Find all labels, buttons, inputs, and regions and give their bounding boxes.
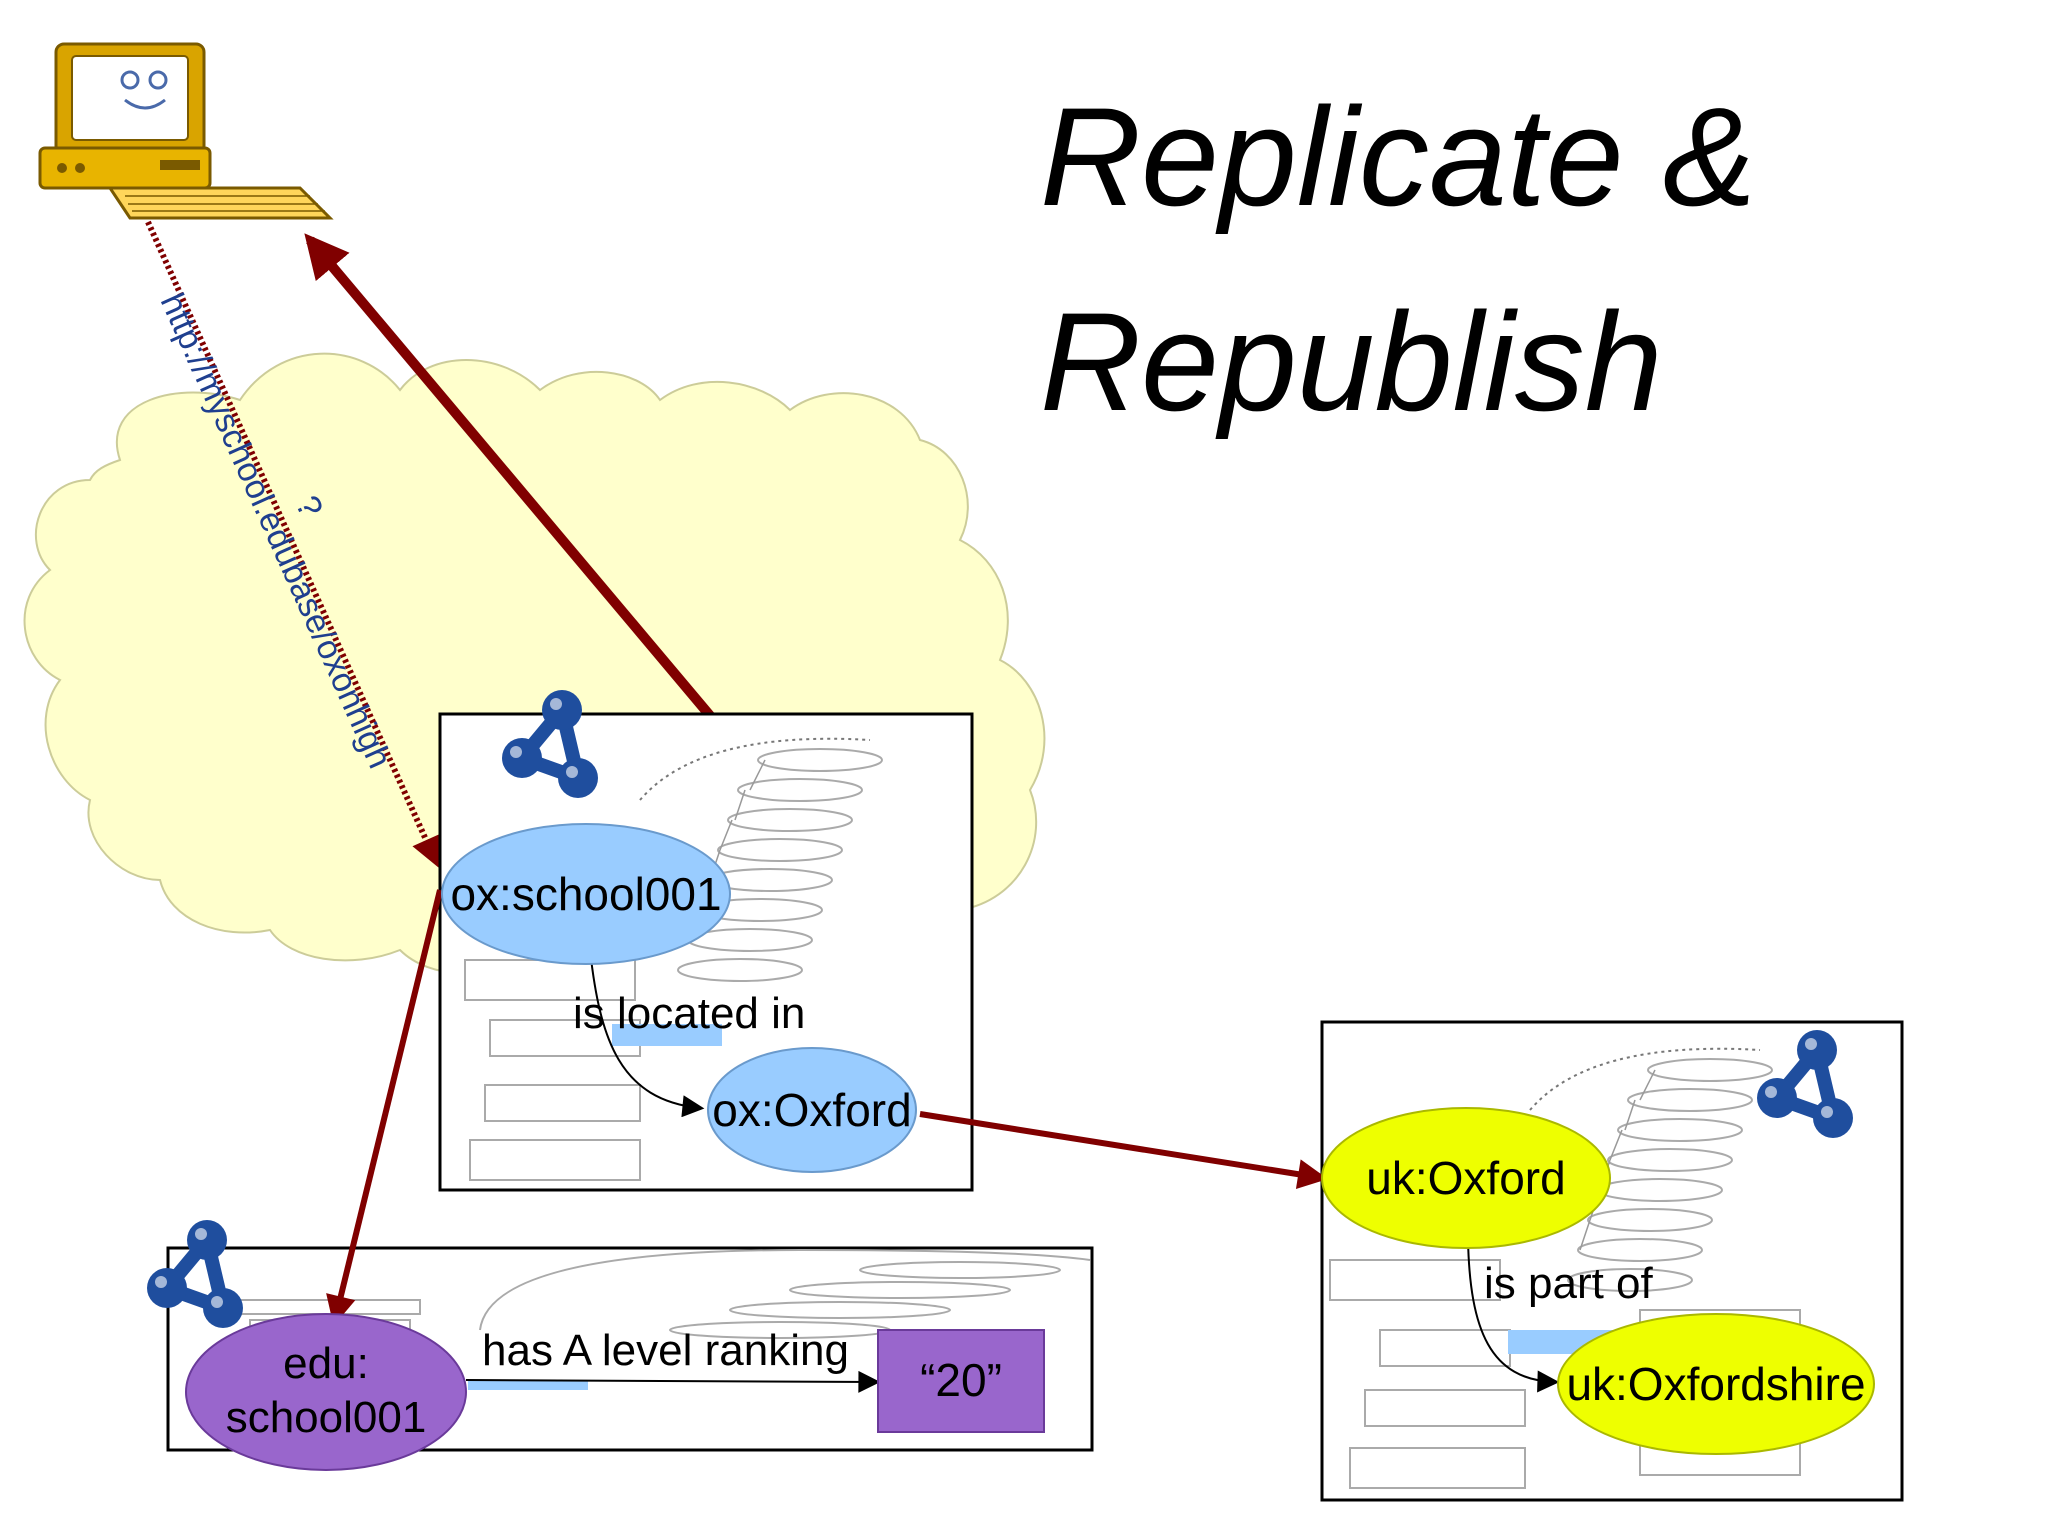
ranking-value-label: “20” [920, 1354, 1002, 1406]
republish-arrow [304, 233, 716, 722]
title-line-2: Republish [1040, 283, 1663, 440]
part-of-edge [1467, 1239, 1560, 1393]
computer-icon [38, 42, 334, 220]
url-request-line [145, 220, 440, 868]
ox-oxford-label: ox:Oxford [712, 1084, 911, 1136]
edu-school001-label-line2: school001 [226, 1393, 427, 1442]
ox-oxford-node [707, 1047, 917, 1173]
located-in-edge [589, 949, 705, 1118]
a-level-ranking-edge [465, 1370, 881, 1393]
a-level-ranking-label: has A level ranking [482, 1326, 849, 1375]
uk-oxfordshire-label: uk:Oxfordshire [1566, 1358, 1865, 1410]
ox-school001-node [441, 823, 731, 965]
part-of-label: is part of [1484, 1259, 1654, 1308]
edu-school001-node [185, 1313, 467, 1471]
uk-oxford-label: uk:Oxford [1366, 1152, 1565, 1204]
edu-school001-label-line1: edu: [283, 1339, 369, 1388]
title-line-1: Replicate & [1040, 78, 1756, 235]
ox-school001-label: ox:school001 [450, 868, 721, 920]
ranking-value-node [877, 1329, 1045, 1433]
uk-oxfordshire-node [1557, 1313, 1875, 1455]
located-in-label: is located in [573, 989, 805, 1038]
link-to-uk-arrow [919, 1111, 1328, 1190]
uk-oxford-node [1321, 1107, 1611, 1249]
link-to-edu-arrow [326, 889, 443, 1326]
